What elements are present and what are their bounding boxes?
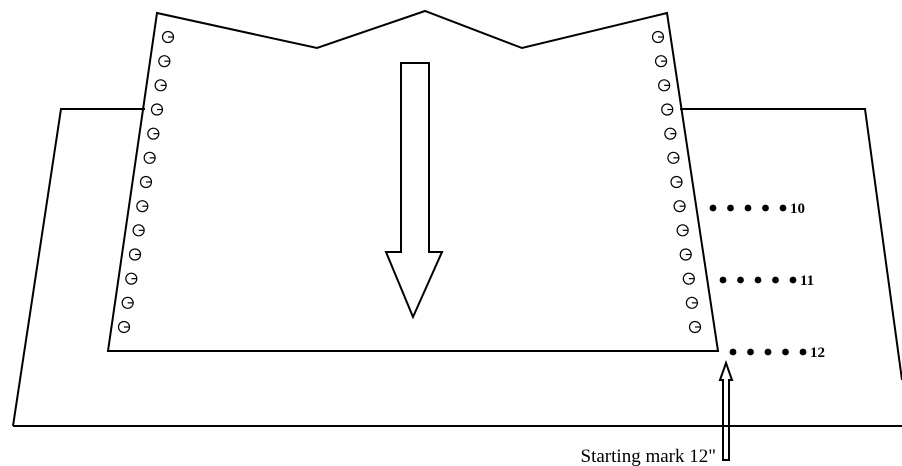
position-markers: 10 11 12 xyxy=(709,201,825,361)
marker-dot xyxy=(789,276,797,284)
marker-row-12: 12 xyxy=(729,345,825,361)
marker-dot xyxy=(782,348,789,356)
marker-dot xyxy=(779,204,787,212)
marker-dot xyxy=(762,204,769,212)
marker-dot xyxy=(799,348,807,356)
starting-mark-arrow xyxy=(718,359,734,461)
marker-dot xyxy=(772,276,779,284)
marker-label: 11 xyxy=(800,273,814,289)
marker-dot xyxy=(754,276,762,284)
starting-mark-caption: Starting mark 12" xyxy=(581,446,716,466)
marker-row-11: 11 xyxy=(719,273,814,289)
left-tractor-holes xyxy=(117,30,175,334)
marker-dot xyxy=(729,348,737,356)
printer-tray-outline xyxy=(12,108,902,427)
marker-dot xyxy=(737,276,744,284)
marker-label: 10 xyxy=(790,201,805,217)
marker-label: 12 xyxy=(810,345,825,361)
marker-dot xyxy=(709,204,717,212)
marker-dot xyxy=(747,348,754,356)
marker-dot xyxy=(744,204,752,212)
marker-dot xyxy=(727,204,734,212)
feed-direction-arrow xyxy=(384,62,444,320)
continuous-paper-sheet xyxy=(106,9,720,352)
marker-dot xyxy=(764,348,772,356)
marker-row-10: 10 xyxy=(709,201,805,217)
right-tractor-holes xyxy=(651,30,702,334)
marker-dot xyxy=(719,276,727,284)
